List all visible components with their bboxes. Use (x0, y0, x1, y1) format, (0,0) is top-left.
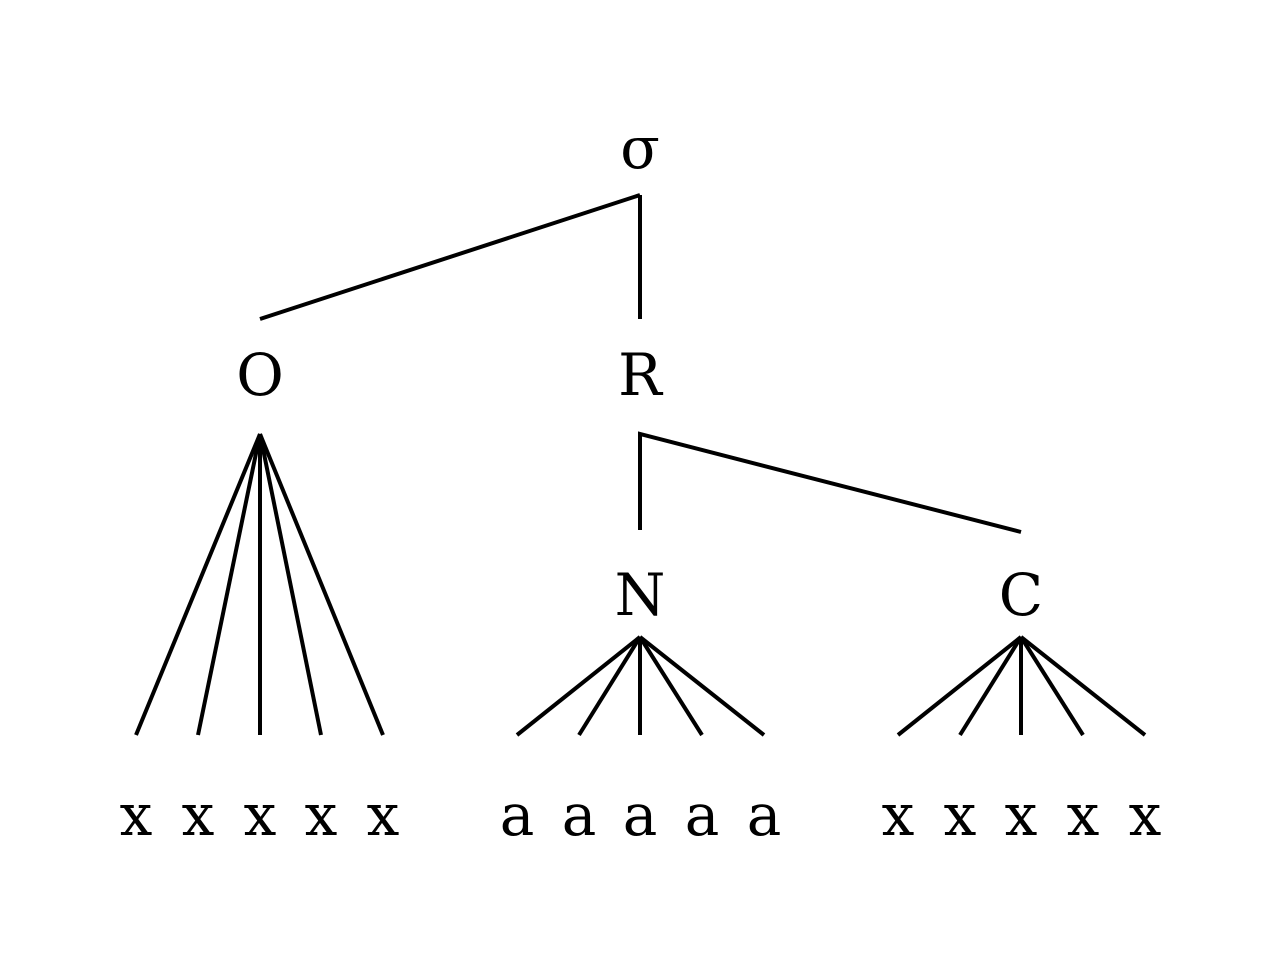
coda-leaf-label: x (882, 781, 915, 849)
root-label: σ (620, 114, 660, 182)
nucleus-leaf-label: a (623, 781, 658, 849)
nucleus-leaf-edge (515, 635, 642, 737)
nucleus-leaf-edge (577, 635, 642, 737)
onset-leaf-label: x (367, 781, 400, 849)
coda-leaf-edge (958, 635, 1023, 737)
onset-leaf-label: x (305, 781, 338, 849)
onset-label: O (236, 341, 284, 409)
edges-rhyme (638, 431, 1022, 534)
edge-root-onset (259, 193, 641, 321)
nucleus-leaf-edge (638, 635, 704, 737)
coda-leaf-label: x (1129, 781, 1162, 849)
coda-leaf-edge (1019, 635, 1147, 737)
coda-leaf-edge (896, 635, 1023, 737)
onset-leaf-label: x (120, 781, 153, 849)
rhyme-label: R (618, 341, 664, 409)
onset-leaf-label: x (244, 781, 277, 849)
nucleus-leaf-edge (638, 635, 766, 737)
onset-leaf-edge (258, 433, 323, 736)
coda-leaf-label: x (944, 781, 977, 849)
coda-label: C (999, 561, 1043, 629)
onset-leaf-edge (258, 433, 385, 736)
coda-leaf-edge (1019, 635, 1085, 737)
coda-leaf-label: x (1005, 781, 1038, 849)
nucleus-leaf-label: a (747, 781, 782, 849)
nucleus-leaf-label: a (500, 781, 535, 849)
nucleus-leaf-label: a (685, 781, 720, 849)
onset-leaf-edge (134, 433, 262, 736)
nucleus-label: N (615, 561, 666, 629)
coda-leaf-label: x (1067, 781, 1100, 849)
onset-leaf-edge (196, 433, 262, 736)
onset-leaf-label: x (182, 781, 215, 849)
nucleus-leaf-label: a (562, 781, 597, 849)
